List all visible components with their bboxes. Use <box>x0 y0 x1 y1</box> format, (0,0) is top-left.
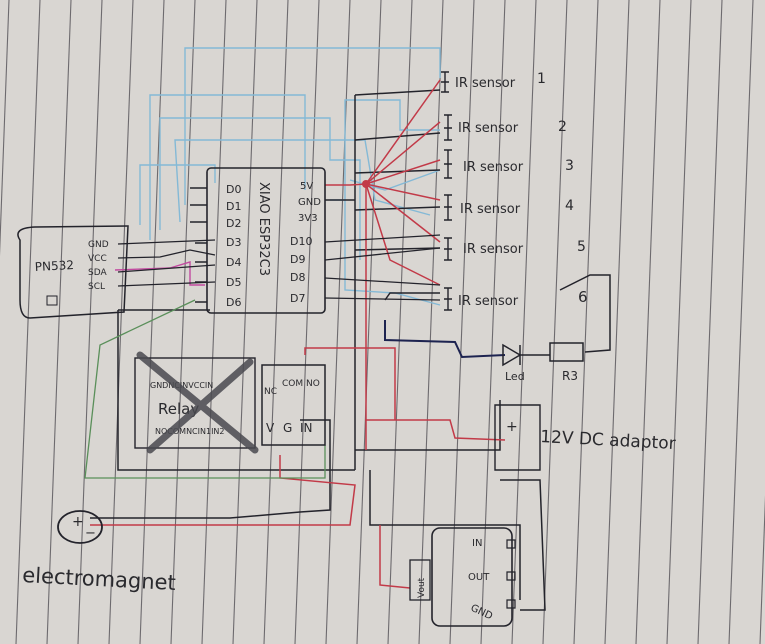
xiao-pin-d6: D6 <box>226 296 241 309</box>
ruled-line <box>356 0 382 644</box>
ruled-line <box>46 0 72 644</box>
ir-sensor-3-label: IR sensor <box>463 160 524 175</box>
relay-pin-no: NO <box>306 379 320 389</box>
xiao-pin-d5: D5 <box>226 276 241 289</box>
ir-sensor-6-number: 6 <box>578 288 588 306</box>
ir-sensor-1-number: 1 <box>537 71 546 87</box>
ruled-line <box>449 0 475 644</box>
ir-sensor-column: IR sensor 1 IR sensor 2 IR sensor 3 IR s… <box>441 71 588 311</box>
ir-sensor-5-number: 5 <box>577 239 586 255</box>
dc-adapter: + 12V DC adaptor <box>494 404 676 471</box>
ruled-line <box>604 0 630 644</box>
relay-module: NC COM NO V G IN <box>261 364 326 446</box>
pn532-module: PN532 GND VCC SDA SCL <box>17 225 216 319</box>
electromagnet-minus: − <box>85 526 96 541</box>
resistor-symbol: R3 <box>549 342 584 383</box>
xiao-pin-5v: 5V <box>300 181 313 192</box>
ruled-line <box>480 0 506 644</box>
ruled-line <box>170 0 196 644</box>
electromagnet: + − electromagnet <box>22 510 177 595</box>
xiao-pin-d10: D10 <box>290 235 312 248</box>
led-symbol: Led <box>502 343 550 383</box>
black-wires <box>90 89 611 611</box>
ruled-line <box>418 0 444 644</box>
ruled-line <box>697 0 723 644</box>
crossed-relay-bottom-pins: NOCOMNCIN1IN2 <box>155 427 225 436</box>
led-label: Led <box>505 370 525 383</box>
pn532-antenna-mark <box>46 295 58 306</box>
resistor-label: R3 <box>562 369 578 383</box>
cross-out-mark <box>136 351 259 454</box>
regulator-pin-in: IN <box>472 538 482 549</box>
relay-pin-g: G <box>283 421 292 435</box>
ruled-line <box>387 0 413 644</box>
ruled-line <box>263 0 289 644</box>
ruled-line <box>759 495 765 644</box>
ruled-line <box>511 0 537 644</box>
pn532-pin-sda: SDA <box>88 268 107 278</box>
xiao-pin-d2: D2 <box>226 217 241 230</box>
ir-sensor-4-label: IR sensor <box>460 202 521 217</box>
voltage-regulator: Vout IN OUT GND <box>409 527 516 627</box>
red-wires <box>90 79 506 589</box>
ruled-line <box>201 0 227 644</box>
xiao-pin-d1: D1 <box>226 200 241 213</box>
adapter-label: 12V DC adaptor <box>540 427 676 454</box>
ruled-line <box>0 0 10 257</box>
ir-sensor-1-label: IR sensor <box>455 76 516 91</box>
pn532-title: PN532 <box>34 258 74 274</box>
ruled-line <box>666 0 692 644</box>
ir-sensor-5-label: IR sensor <box>463 242 524 257</box>
pn532-pin-gnd: GND <box>88 240 109 250</box>
ir-sensor-2-label: IR sensor <box>458 121 519 136</box>
green-wire <box>84 299 326 479</box>
relay-pin-com: COM <box>282 379 303 389</box>
electromagnet-label: electromagnet <box>22 563 177 595</box>
ruled-line <box>728 0 754 644</box>
electromagnet-plus: + <box>72 514 84 530</box>
magenta-wire <box>114 261 205 286</box>
xiao-pin-d9: D9 <box>290 253 305 266</box>
relay-pin-v: V <box>266 421 275 435</box>
xiao-title: XIAO ESP32C3 <box>256 182 271 276</box>
ruled-line <box>77 0 103 644</box>
ruled-line <box>294 0 320 644</box>
xiao-pin-d3: D3 <box>226 236 241 249</box>
pn532-pin-vcc: VCC <box>88 254 107 264</box>
ruled-line <box>573 0 599 644</box>
xiao-pin-d7: D7 <box>290 292 305 305</box>
adapter-plus: + <box>506 419 518 435</box>
xiao-pin-d8: D8 <box>290 271 305 284</box>
relay-pin-in: IN <box>300 421 313 435</box>
ir-sensor-6-label: IR sensor <box>458 294 519 309</box>
ir-sensor-3-number: 3 <box>565 158 574 174</box>
relay-pin-nc: NC <box>264 387 277 397</box>
xiao-pin-d0: D0 <box>226 183 241 196</box>
led-wire <box>384 320 506 359</box>
regulator-vout-label: Vout <box>417 577 427 598</box>
ruled-line <box>232 0 258 644</box>
ir-sensor-4-number: 4 <box>565 198 574 214</box>
ruled-line <box>139 0 165 644</box>
regulator-pin-out: OUT <box>468 572 490 583</box>
ruled-line <box>542 0 568 644</box>
ruled-line <box>15 0 41 644</box>
power-junction <box>362 180 370 188</box>
ir-sensor-2-number: 2 <box>558 119 567 135</box>
ruled-line <box>108 0 134 644</box>
crossed-relay-module: GNDNCINVCCIN Relay NOCOMNCIN1IN2 <box>134 351 259 454</box>
ruled-line <box>325 0 351 644</box>
xiao-pin-gnd: GND <box>298 197 321 208</box>
xiao-pin-d4: D4 <box>226 256 241 269</box>
ir-sensor-connectors <box>441 71 452 311</box>
ruled-line <box>635 0 661 644</box>
xiao-pin-3v3: 3V3 <box>298 213 318 224</box>
pn532-pin-scl: SCL <box>88 282 105 292</box>
xiao-esp32c3-board: XIAO ESP32C3 D0 D1 D2 D3 D4 D5 D6 5V GND… <box>190 167 441 314</box>
